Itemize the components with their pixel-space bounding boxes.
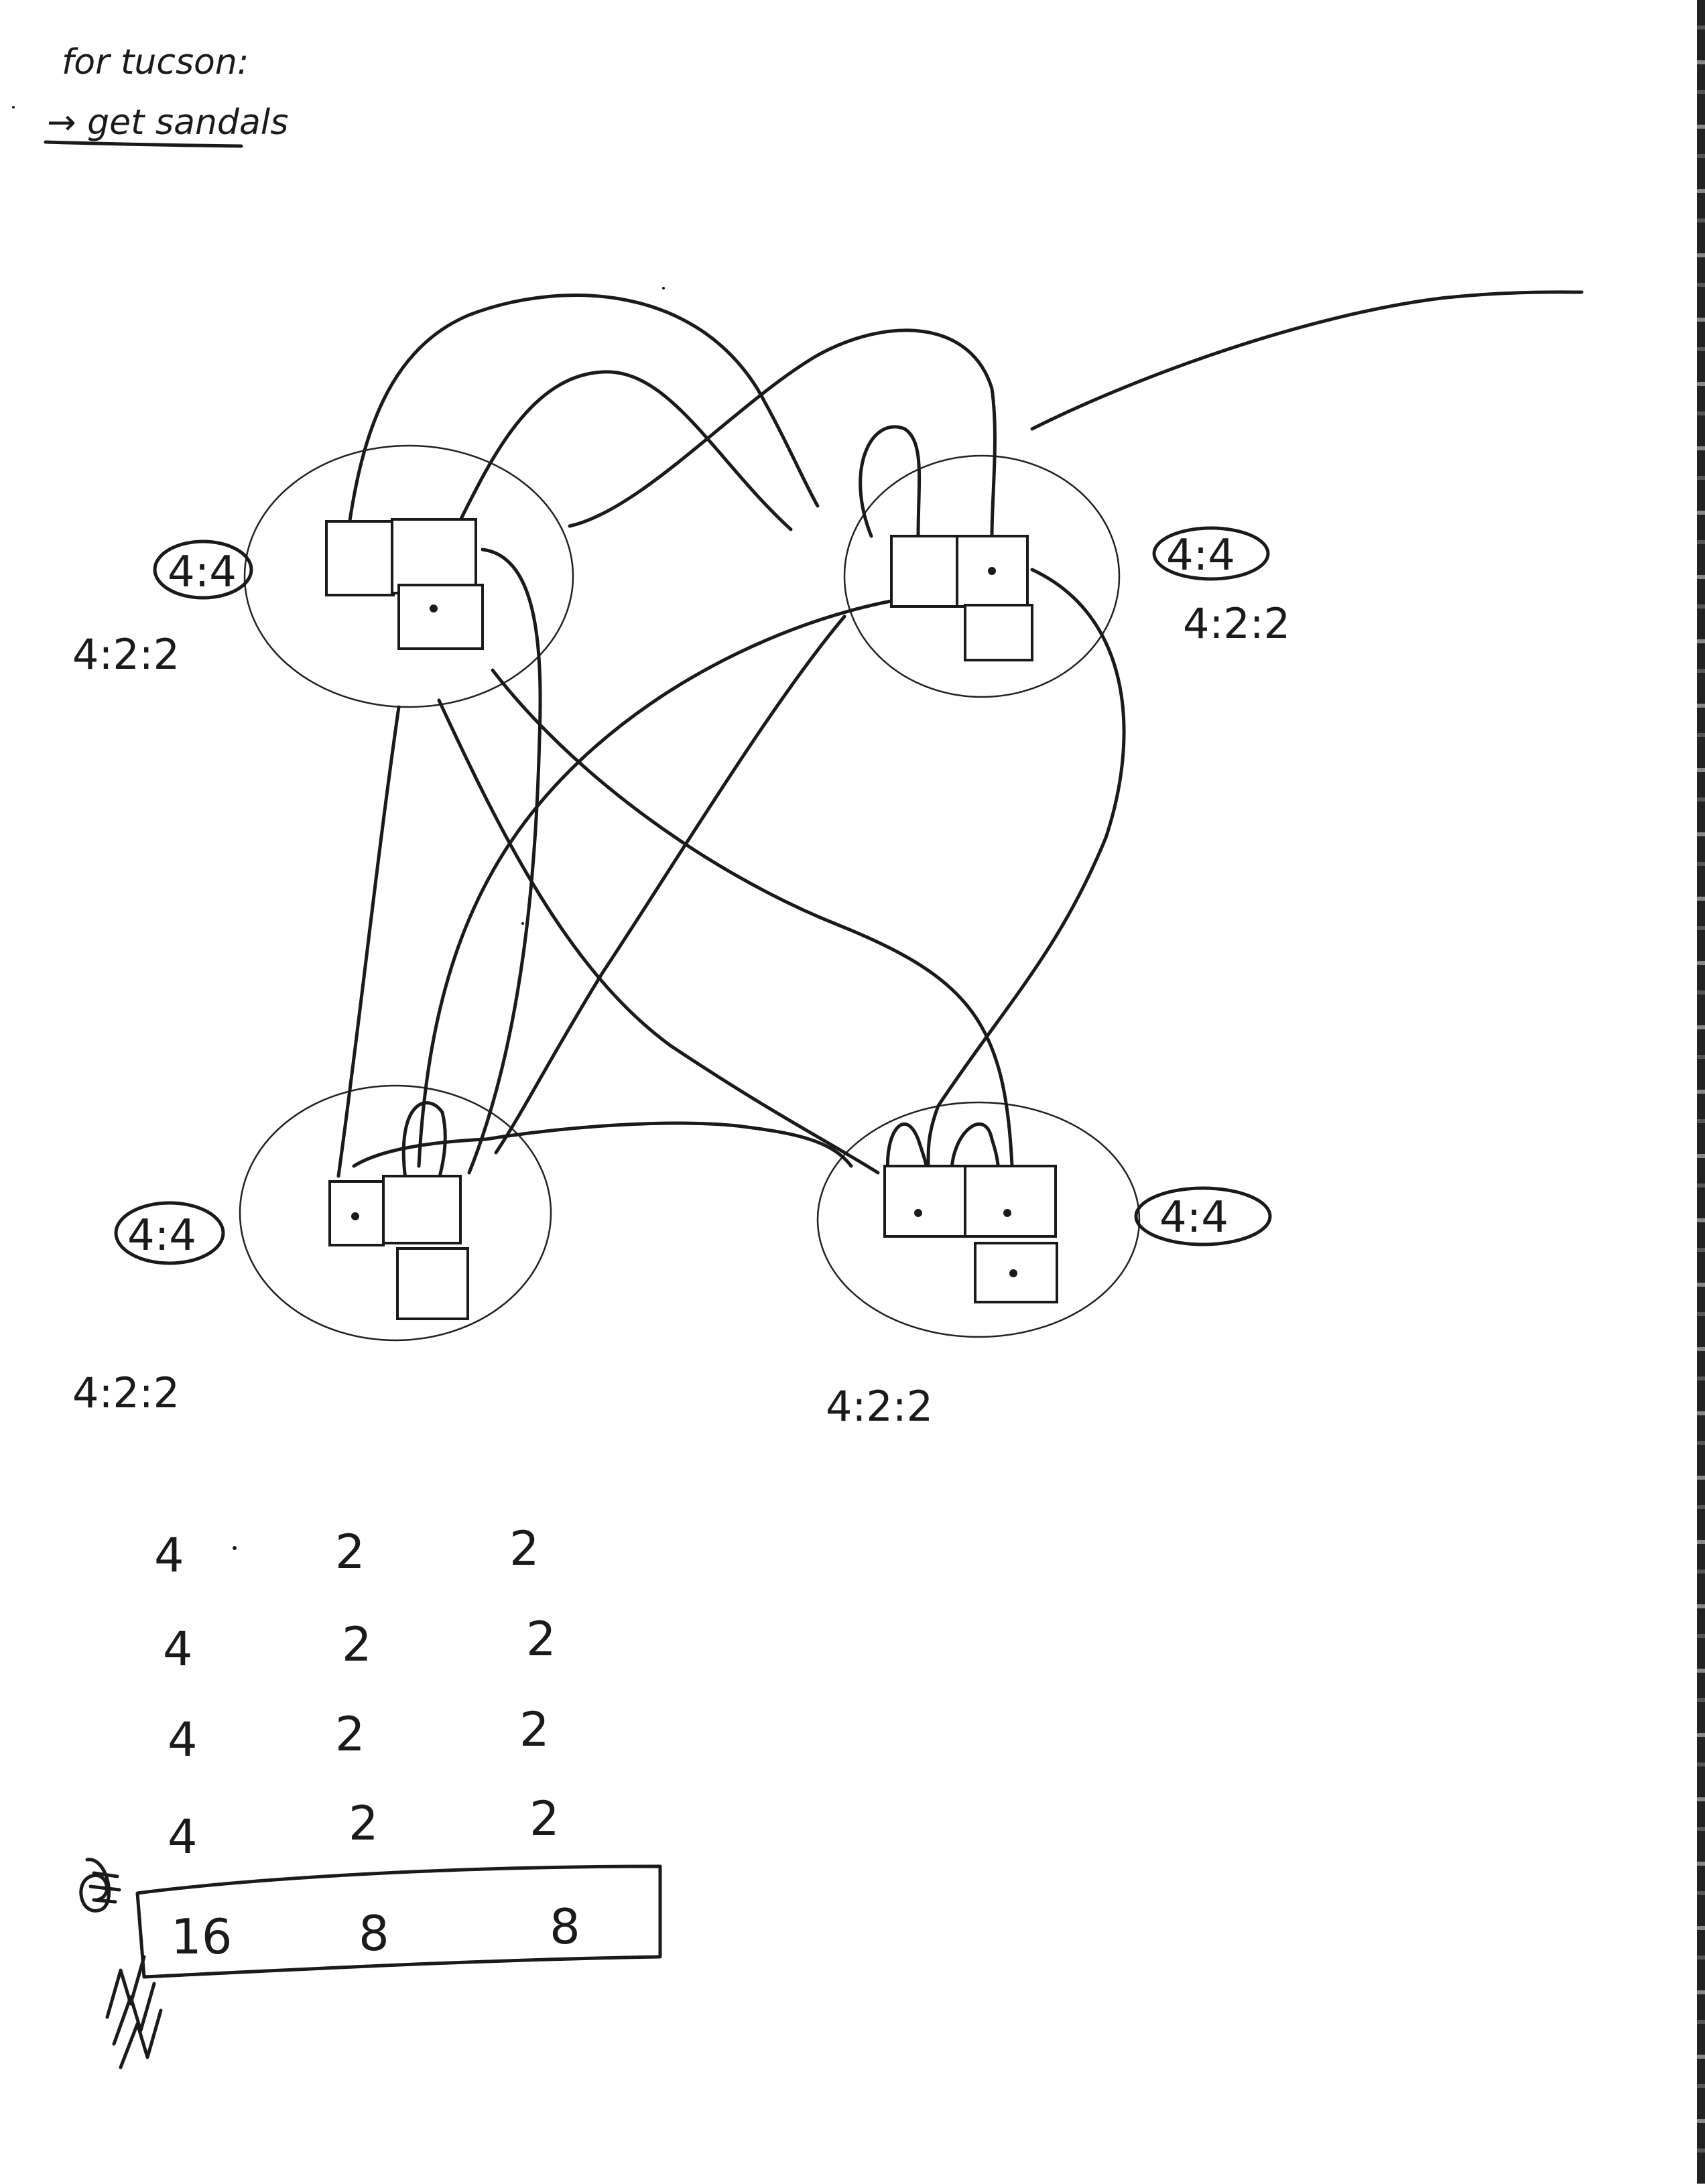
total-box bbox=[135, 1864, 662, 1979]
ratio-circle bbox=[153, 539, 253, 600]
note-line-2: → get sandals bbox=[47, 103, 288, 143]
total-cell: 8 bbox=[359, 1905, 389, 1962]
node-block bbox=[883, 1165, 966, 1238]
node-block bbox=[396, 1247, 469, 1320]
node-block bbox=[964, 604, 1033, 661]
total-cell: 8 bbox=[550, 1899, 580, 1955]
stray-line bbox=[1030, 290, 1584, 431]
table-cell: 4 bbox=[168, 1712, 198, 1767]
table-cell: 2 bbox=[349, 1796, 379, 1851]
node-bottom-left: 4:4 4:2:2 bbox=[72, 1175, 469, 1417]
ratio-label: 4:2:2 bbox=[1183, 599, 1290, 648]
total-cell: 16 bbox=[171, 1909, 233, 1965]
table-cell: 2 bbox=[529, 1791, 560, 1846]
speck bbox=[12, 106, 15, 109]
node-dot bbox=[988, 567, 996, 575]
table-cell: 4 bbox=[163, 1622, 193, 1677]
node-block bbox=[325, 520, 395, 596]
ratio-circle bbox=[114, 1201, 225, 1265]
speck bbox=[662, 287, 665, 290]
node-block bbox=[391, 518, 477, 594]
table-cell: 2 bbox=[335, 1707, 365, 1762]
ratio-label: 4:2:2 bbox=[826, 1382, 933, 1431]
node-block bbox=[382, 1175, 462, 1244]
ratio-label: 4:2:2 bbox=[72, 630, 180, 679]
note-line-1: for tucson: bbox=[62, 42, 249, 82]
table-cell: 2 bbox=[342, 1617, 372, 1672]
node-bottom-right: 4:4 4:2:2 bbox=[826, 1165, 1272, 1431]
node-ellipse-bottom-right bbox=[816, 1101, 1141, 1338]
ratio-circle bbox=[1152, 526, 1270, 581]
table-cell: 2 bbox=[509, 1521, 540, 1576]
page-edge bbox=[1697, 0, 1705, 2184]
table-cell: 2 bbox=[335, 1525, 365, 1580]
node-top-right: 4:4 4:2:2 bbox=[890, 526, 1290, 661]
ratio-circle bbox=[1134, 1186, 1272, 1246]
ratio-circled-label: 4:4 bbox=[1166, 531, 1235, 580]
ratio-circled-label: 4:4 bbox=[127, 1211, 196, 1261]
node-block bbox=[964, 1165, 1057, 1238]
node-dot bbox=[1003, 1209, 1011, 1217]
node-dot bbox=[914, 1209, 922, 1217]
table-cell: 2 bbox=[526, 1612, 556, 1667]
node-block bbox=[397, 584, 484, 650]
table-cell: 2 bbox=[519, 1702, 550, 1757]
ratio-label: 4:2:2 bbox=[72, 1368, 180, 1417]
note-underline bbox=[44, 140, 243, 148]
table-cell: 4 bbox=[168, 1809, 198, 1864]
speck bbox=[233, 1546, 237, 1550]
ratio-circled-label: 4:4 bbox=[168, 548, 237, 597]
doodle-scribble bbox=[79, 1858, 163, 2069]
node-block bbox=[890, 535, 960, 608]
connection-wires bbox=[336, 294, 1126, 1181]
table-cell: 4 bbox=[154, 1528, 184, 1583]
ratio-circled-label: 4:4 bbox=[1159, 1193, 1228, 1242]
speck bbox=[521, 922, 524, 925]
node-ellipse-top-left bbox=[243, 444, 574, 708]
node-top-left: 4:4 4:2:2 bbox=[72, 518, 484, 679]
ratio-table: 4 2 2 4 2 2 4 2 2 4 2 2 16 8 8 bbox=[135, 1521, 662, 1979]
node-ellipse-bottom-left bbox=[239, 1084, 552, 1342]
node-ellipse-top-right bbox=[843, 454, 1121, 698]
node-dot bbox=[1009, 1269, 1017, 1277]
node-dot bbox=[351, 1212, 359, 1220]
node-dot bbox=[430, 604, 438, 613]
